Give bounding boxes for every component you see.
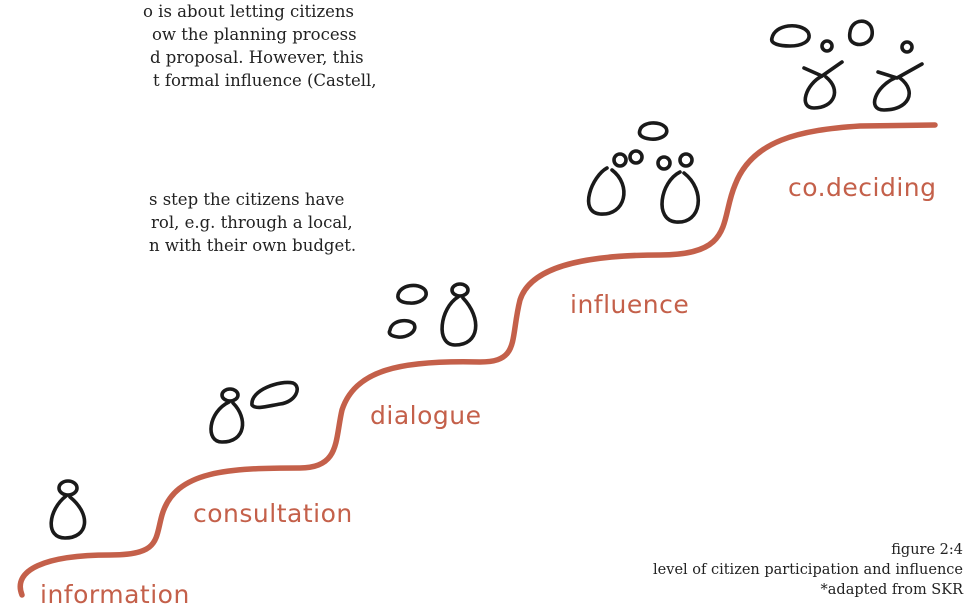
body-paragraph-2: s step the citizens have rol, e.g. throu… <box>0 188 356 257</box>
body-line: n with their own budget. <box>149 236 357 255</box>
single-person-icon <box>49 479 87 540</box>
body-line: t formal influence (Castell, <box>153 71 377 90</box>
crowd-icon <box>586 121 700 224</box>
figure-number: figure 2:4 <box>891 542 963 558</box>
figure-title: level of citizen participation and influ… <box>653 562 963 578</box>
group-icon <box>387 282 478 347</box>
cheering-group-icon <box>769 19 924 112</box>
body-line: d proposal. However, this <box>150 48 364 67</box>
step-label-influence: influence <box>570 290 689 319</box>
step-label-consultation: consultation <box>193 499 353 528</box>
body-line: rol, e.g. through a local, <box>151 213 353 232</box>
step-label-co-deciding: co.deciding <box>788 173 937 202</box>
body-line: o is about letting citizens <box>143 2 354 21</box>
body-line: s step the citizens have <box>149 190 345 209</box>
staircase-line <box>17 122 938 598</box>
two-people-icon <box>209 380 299 444</box>
step-label-dialogue: dialogue <box>370 401 481 430</box>
step-label-information: information <box>40 580 190 609</box>
body-paragraph-1: o is about letting citizens ow the plann… <box>0 0 377 92</box>
body-line: ow the planning process <box>152 25 357 44</box>
figure-source: *adapted from SKR <box>820 582 963 598</box>
figure-caption: figure 2:4 level of citizen participatio… <box>653 540 963 600</box>
